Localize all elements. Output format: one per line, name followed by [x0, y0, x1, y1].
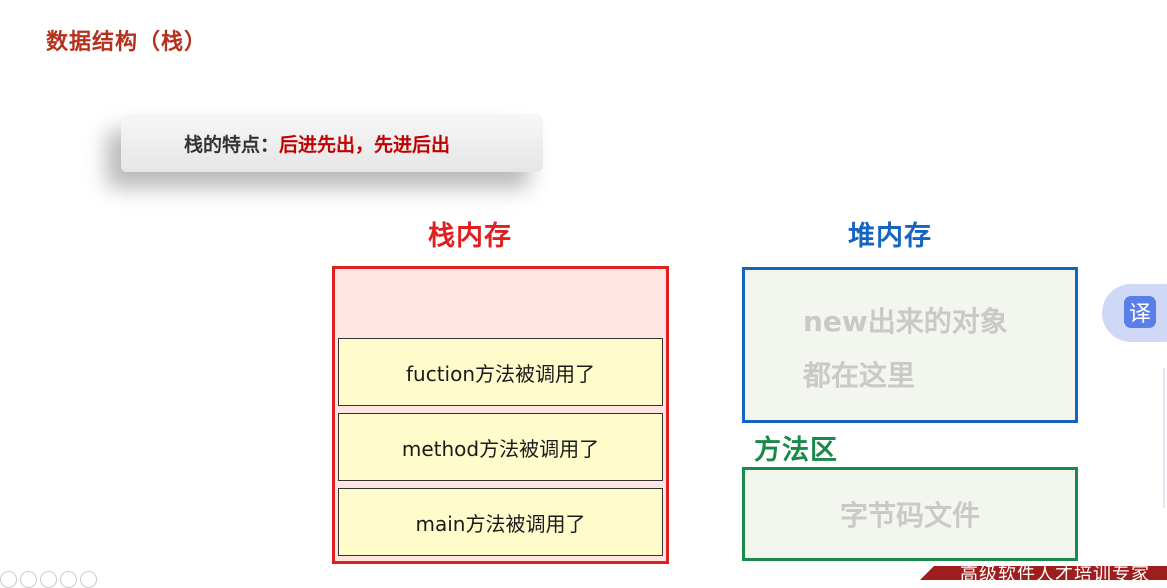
- heap-line-1: new出来的对象: [803, 305, 1008, 338]
- method-area-content: 字节码文件: [839, 499, 980, 532]
- heap-memory-box: new出来的对象 都在这里: [742, 267, 1078, 423]
- stack-memory-box: fuction方法被调用了 method方法被调用了 main方法被调用了: [332, 266, 669, 564]
- heap-line-2: 都在这里: [803, 359, 916, 392]
- callout-value: 后进先出，先进后出: [279, 133, 451, 156]
- heap-memory-title: 堆内存: [848, 221, 932, 252]
- translate-icon: 译: [1124, 296, 1156, 328]
- footer-brand-text: 高级软件人才培训专家: [960, 566, 1150, 580]
- stack-frame-fuction: fuction方法被调用了: [338, 338, 663, 406]
- stack-frame-method: method方法被调用了: [338, 413, 663, 481]
- stack-frame-main: main方法被调用了: [338, 488, 663, 556]
- stack-feature-callout: 栈的特点： 后进先出，先进后出: [121, 114, 543, 172]
- method-area-box: 字节码文件: [742, 467, 1078, 561]
- footer-brand-banner: 高级软件人才培训专家: [920, 566, 1167, 580]
- method-area-title: 方法区: [754, 435, 838, 466]
- callout-label: 栈的特点：: [184, 133, 280, 156]
- page-title: 数据结构（栈）: [46, 30, 208, 55]
- side-scroll-track: [1163, 368, 1165, 508]
- stack-memory-title: 栈内存: [428, 221, 512, 252]
- translate-button[interactable]: 译: [1102, 284, 1167, 342]
